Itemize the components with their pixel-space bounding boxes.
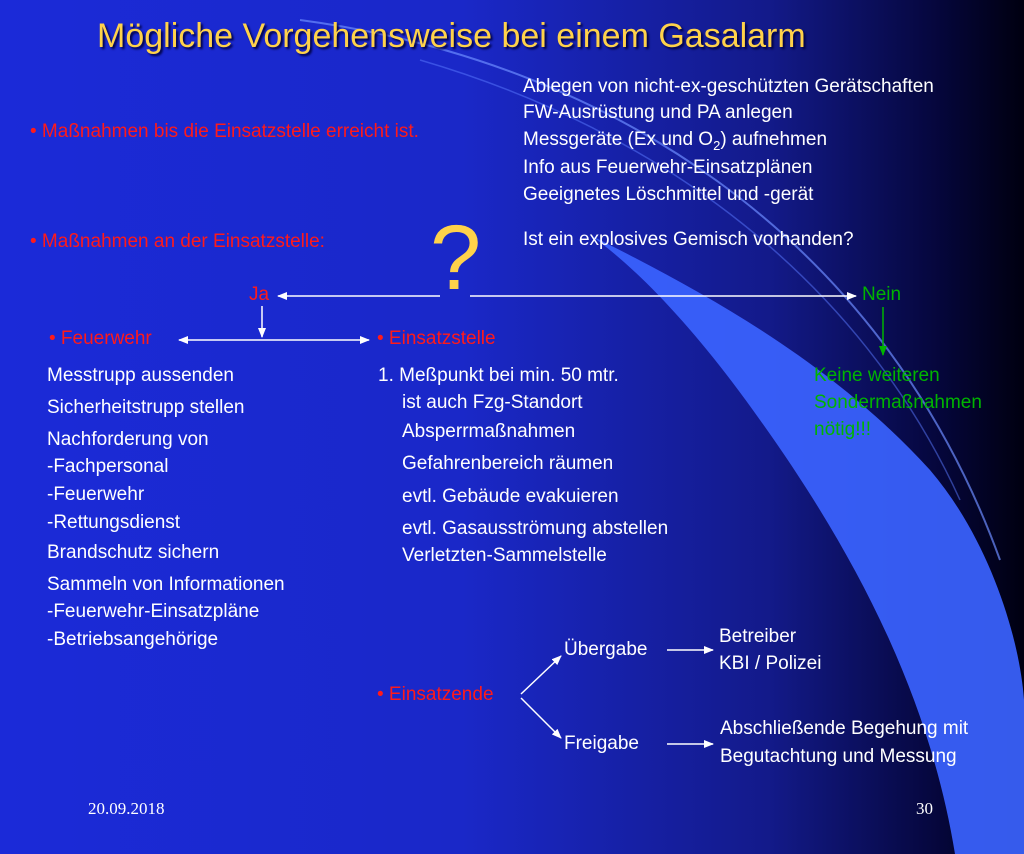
question-text: Ist ein explosives Gemisch vorhanden?: [523, 229, 854, 250]
feuerwehr-item: -Rettungsdienst: [47, 512, 181, 533]
section-label-before-arrival: • Maßnahmen bis die Einsatzstelle erreic…: [30, 121, 419, 142]
feuerwehr-item: -Fachpersonal: [47, 456, 169, 477]
einsatzstelle-item: Verletzten-Sammelstelle: [402, 545, 607, 566]
branch-no: Nein: [862, 284, 902, 305]
feuerwehr-item: Sammeln von Informationen: [47, 574, 285, 595]
einsatzende-label: • Einsatzende: [377, 684, 494, 705]
feuerwehr-item: Messtrupp aussenden: [47, 365, 234, 386]
einsatzstelle-label: • Einsatzstelle: [377, 328, 496, 349]
branch-yes: Ja: [249, 284, 270, 305]
swoosh-arc-2: [419, 59, 961, 501]
measure-item: Geeignetes Löschmittel und -gerät: [523, 184, 814, 205]
feuerwehr-item: -Betriebsangehörige: [47, 629, 219, 650]
feuerwehr-item: -Feuerwehr: [47, 484, 145, 505]
feuerwehr-item: Brandschutz sichern: [47, 542, 220, 563]
measure-item-part: Messgeräte (Ex und O: [523, 129, 714, 150]
measure-item: FW-Ausrüstung und PA anlegen: [523, 102, 793, 123]
measure-item-part: ) aufnehmen: [720, 129, 828, 150]
einsatzstelle-item: 1. Meßpunkt bei min. 50 mtr.: [378, 365, 619, 386]
footer-date: 20.09.2018: [88, 799, 165, 818]
einsatzstelle-item: ist auch Fzg-Standort: [402, 392, 583, 413]
page-number: 30: [916, 799, 933, 818]
feuerwehr-item: Nachforderung von: [47, 429, 209, 450]
measure-item: Ablegen von nicht-ex-geschützten Gerätsc…: [523, 76, 934, 97]
arrow-to-uebergabe: [520, 655, 562, 695]
uebergabe-label: Übergabe: [564, 639, 648, 660]
no-measures-text: Keine weiteren: [814, 365, 940, 386]
measure-item: Info aus Feuerwehr-Einsatzplänen: [523, 157, 813, 178]
einsatzstelle-item: Gefahrenbereich räumen: [402, 453, 614, 474]
question-mark: ?: [430, 207, 482, 309]
arrow-to-freigabe: [520, 697, 562, 739]
feuerwehr-label: • Feuerwehr: [49, 328, 152, 349]
feuerwehr-item: Sicherheitstrupp stellen: [47, 397, 245, 418]
freigabe-target: Begutachtung und Messung: [720, 746, 957, 767]
no-measures-text: nötig!!!: [814, 419, 872, 440]
no-measures-text: Sondermaßnahmen: [814, 392, 982, 413]
swoosh-arc: [299, 19, 1001, 561]
einsatzstelle-item: evtl. Gebäude evakuieren: [402, 486, 619, 507]
uebergabe-target: KBI / Polizei: [719, 653, 822, 674]
section-label-at-site: • Maßnahmen an der Einsatzstelle:: [30, 231, 325, 252]
einsatzstelle-item: evtl. Gasausströmung abstellen: [402, 518, 669, 539]
measure-item-sensors: Messgeräte (Ex und O2) aufnehmen: [523, 129, 827, 157]
einsatzstelle-item: Absperrmaßnahmen: [402, 421, 576, 442]
freigabe-label: Freigabe: [564, 733, 639, 754]
feuerwehr-item: -Feuerwehr-Einsatzpläne: [47, 601, 260, 622]
freigabe-target: Abschließende Begehung mit: [720, 718, 969, 739]
swoosh-light: [590, 235, 1024, 854]
uebergabe-target: Betreiber: [719, 626, 797, 647]
measure-item-subscript: 2: [713, 137, 721, 153]
page-title: Mögliche Vorgehensweise bei einem Gasala…: [97, 17, 806, 55]
